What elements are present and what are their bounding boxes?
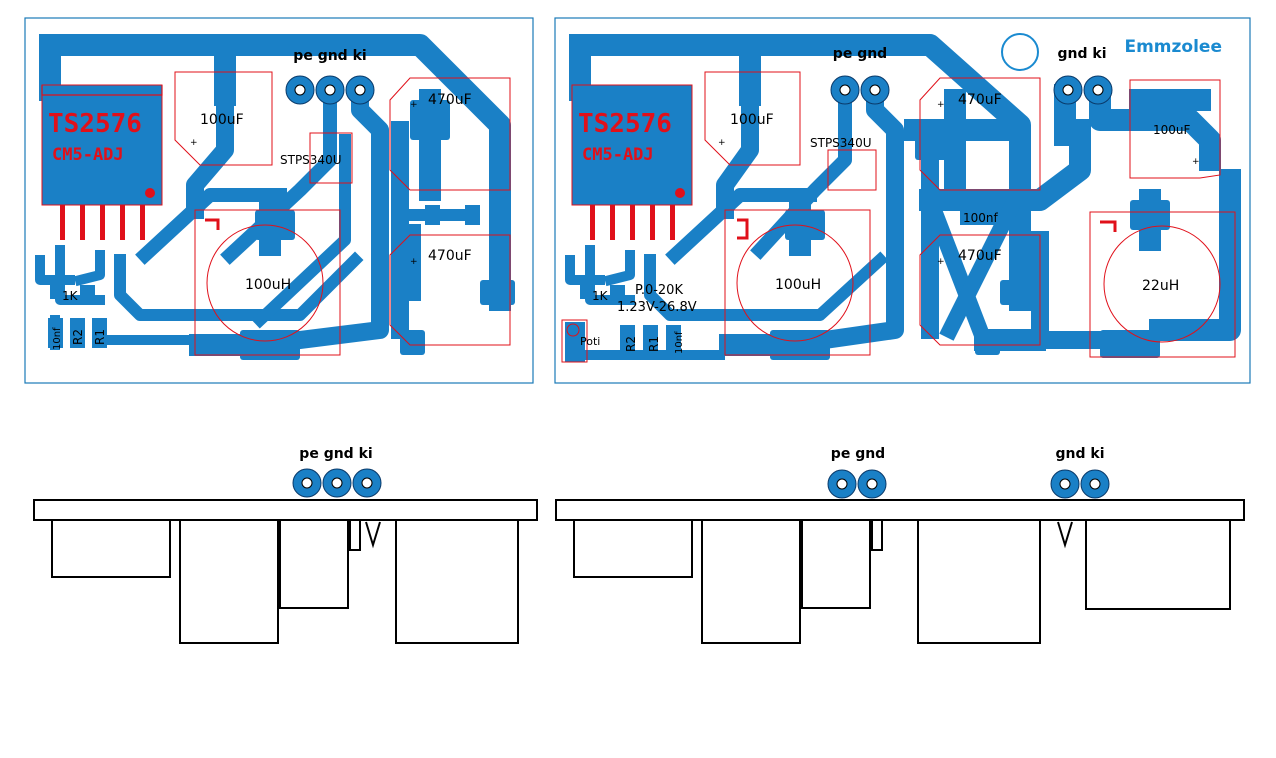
board-left-connector-label: pe gnd ki — [293, 48, 366, 64]
board-left-1k-label: 1K — [62, 289, 79, 303]
board-right-connector-out-label: pe gnd — [833, 46, 887, 62]
board-left-chip — [41, 84, 163, 240]
board-left: + + + TS2576 CM5-ADJ pe gnd ki 10 — [24, 17, 534, 384]
board-right-connector-in-label: gnd ki — [1058, 46, 1107, 62]
board-left-c-out-1-label: 470uF — [428, 92, 472, 108]
board-left-r1-label: R1 — [93, 329, 107, 345]
board-left-plus-2: + — [410, 100, 418, 110]
board-left-chip-name: TS2576 — [48, 109, 142, 139]
board-right-c-out-1-label: 470uF — [958, 92, 1002, 108]
side-view-left-connector-label: pe gnd ki — [299, 446, 372, 462]
board-right-pads — [565, 130, 1170, 362]
board-left-connector — [285, 75, 375, 105]
board-left-traces — [35, 34, 511, 356]
board-left-inductor-label: 100uH — [245, 277, 291, 293]
board-right-pot-range: P.0-20K — [635, 283, 683, 298]
board-right-plus-1: + — [718, 138, 726, 148]
board-right-brand: Emmzolee — [1124, 37, 1222, 57]
board-right-plus-2: + — [937, 100, 945, 110]
board-left-10n-label: 10nf — [52, 327, 63, 350]
board-right-r2-label: R2 — [624, 336, 638, 352]
board-left-chip-variant: CM5-ADJ — [52, 145, 124, 165]
board-right-inductor-1-label: 100uH — [775, 277, 821, 293]
board-right-voltage-range: 1.23V-26.8V — [617, 300, 697, 315]
side-view-right-connector-out-label: pe gnd — [831, 446, 885, 462]
board-left-plus-3: + — [410, 257, 418, 267]
board-right-chip — [571, 84, 693, 240]
board-right-mounting-hole — [1001, 33, 1039, 71]
board-left-silk — [174, 71, 511, 356]
board-right-c-filter-label: 100uF — [1153, 123, 1191, 137]
side-view-left-connector — [292, 468, 382, 498]
side-view-left — [33, 499, 538, 644]
board-right-100n-label: 100nf — [963, 211, 999, 225]
side-view-right-connector-in-label: gnd ki — [1056, 446, 1105, 462]
board-right-connector-in — [1053, 75, 1113, 105]
board-right-chip-name: TS2576 — [578, 109, 672, 139]
board-right-plus-3: + — [937, 257, 945, 267]
board-right-connector-out — [830, 75, 890, 105]
board-right-silk — [561, 71, 1236, 363]
board-right-c-out-2-label: 470uF — [958, 248, 1002, 264]
board-right-chip-variant: CM5-ADJ — [582, 145, 654, 165]
board-left-pads — [48, 100, 515, 360]
board-right-inductor-2-label: 22uH — [1142, 278, 1179, 294]
board-left-c-in-label: 100uF — [200, 112, 244, 128]
board-right-pot-label: Poti — [580, 335, 600, 348]
board-right-10n-label: 10nf — [674, 331, 685, 354]
board-right-r1-label: R1 — [647, 336, 661, 352]
board-right-inductor-1-marker — [737, 218, 749, 240]
board-left-diode-label: STPS340U — [280, 153, 342, 167]
board-left-plus-1: + — [190, 138, 198, 148]
board-right-c-in-label: 100uF — [730, 112, 774, 128]
board-left-c-out-2-label: 470uF — [428, 248, 472, 264]
board-right: + + + + TS2576 CM5-ADJ pe gnd — [554, 17, 1251, 384]
side-view-right — [555, 499, 1245, 644]
board-right-1k-label: 1K — [592, 289, 609, 303]
board-right-inductor-2-marker — [1100, 220, 1117, 232]
board-left-inductor-marker — [205, 218, 220, 230]
board-right-plus-4: + — [1192, 157, 1200, 167]
board-right-diode-label: STPS340U — [810, 136, 872, 150]
board-left-r2-label: R2 — [71, 329, 85, 345]
side-view-right-connectors — [827, 469, 1110, 499]
